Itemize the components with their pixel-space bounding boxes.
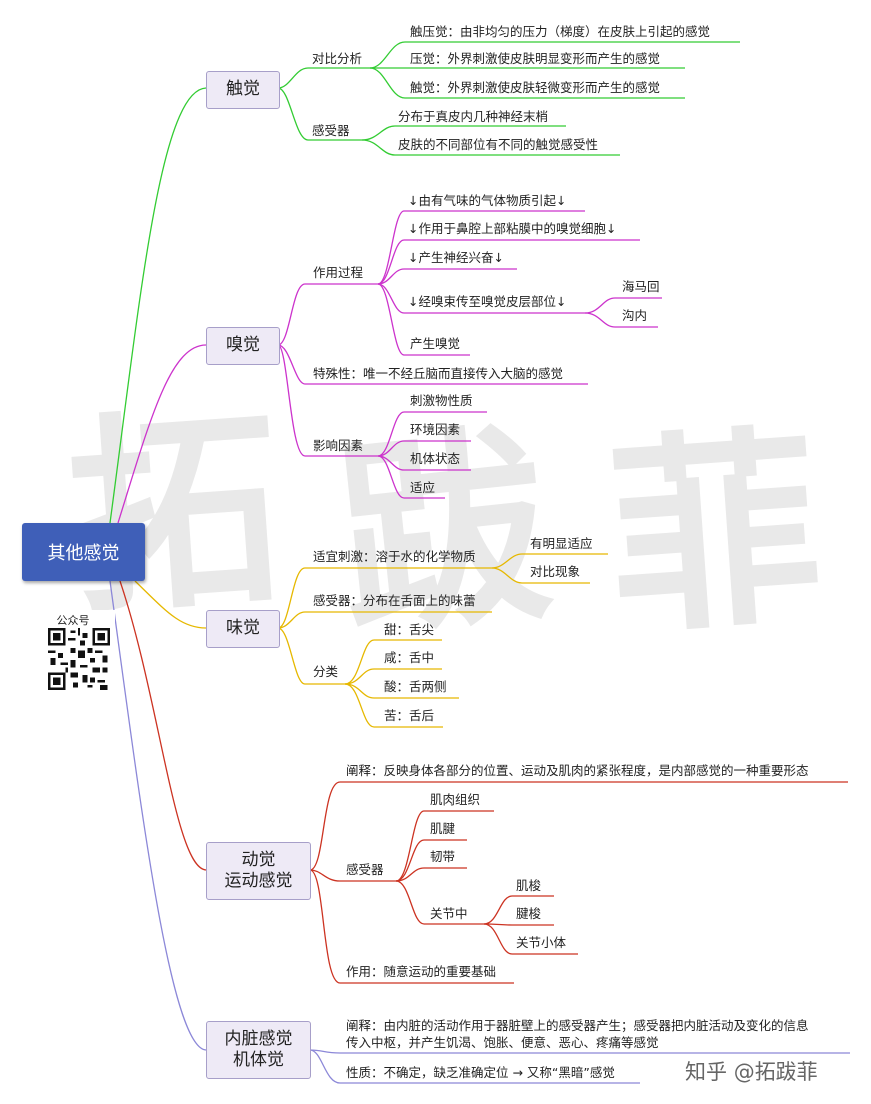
smell-process-step-1: ↓由有气味的气体物质引起↓ bbox=[408, 193, 567, 208]
taste-class-1: 甜：舌尖 bbox=[384, 622, 435, 637]
kinesthetic-receptor-label: 感受器 bbox=[346, 862, 384, 877]
smell-factor-3: 机体状态 bbox=[410, 451, 461, 466]
qr-code-icon bbox=[48, 628, 110, 690]
visceral-desc-line-2: 传入中枢，并产生饥渴、饱胀、便意、恶心、疼痛等感觉 bbox=[346, 1035, 659, 1050]
touch-receptor-label: 感受器 bbox=[312, 123, 350, 138]
touch-contrast-item-2: 压觉：外界刺激使皮肤明显变形而产生的感觉 bbox=[410, 51, 661, 66]
kinesthetic-joint-item-3: 关节小体 bbox=[516, 935, 567, 950]
touch-receptor-item-2: 皮肤的不同部位有不同的触觉感受性 bbox=[398, 137, 599, 152]
branch-visceral: 内脏感觉 机体觉 bbox=[206, 1021, 311, 1079]
qr-card: 公众号 bbox=[31, 610, 115, 704]
visceral-desc-line-1: 阐释：由内脏的活动作用于器脏壁上的感受器产生；感受器把内脏活动及变化的信息 bbox=[346, 1018, 809, 1033]
taste-stimulus: 适宜刺激：溶于水的化学物质 bbox=[313, 549, 476, 564]
branch-kinesthetic: 动觉 运动感觉 bbox=[206, 842, 311, 900]
smell-process-step-3: ↓产生神经兴奋↓ bbox=[408, 250, 504, 265]
root-node: 其他感觉 bbox=[22, 523, 145, 581]
smell-sub-hippocampus: 海马回 bbox=[622, 279, 660, 294]
kinesthetic-receptor-item-1: 肌肉组织 bbox=[430, 792, 481, 807]
smell-process-step-2: ↓作用于鼻腔上部粘膜中的嗅觉细胞↓ bbox=[408, 221, 617, 236]
branch-touch: 触觉 bbox=[206, 71, 280, 109]
smell-factors-label: 影响因素 bbox=[313, 438, 364, 453]
smell-sub-sulcus: 沟内 bbox=[622, 308, 648, 323]
kinesthetic-receptor-item-2: 肌腱 bbox=[430, 821, 456, 836]
kinesthetic-function: 作用：随意运动的重要基础 bbox=[346, 964, 497, 979]
kinesthetic-joint-item-1: 肌梭 bbox=[516, 878, 542, 893]
smell-process-step-4: ↓经嗅束传至嗅觉皮层部位↓ bbox=[408, 294, 567, 309]
taste-class-3: 酸：舌两侧 bbox=[384, 679, 447, 694]
kinesthetic-title-1: 动觉 bbox=[241, 849, 276, 870]
taste-class-2: 咸：舌中 bbox=[384, 650, 435, 665]
smell-factor-4: 适应 bbox=[410, 480, 436, 495]
smell-factor-2: 环境因素 bbox=[410, 422, 461, 437]
touch-contrast-item-3: 触觉：外界刺激使皮肤轻微变形而产生的感觉 bbox=[410, 80, 661, 95]
smell-special: 特殊性：唯一不经丘脑而直接传入大脑的感觉 bbox=[313, 366, 564, 381]
touch-receptor-item-1: 分布于真皮内几种神经末梢 bbox=[398, 109, 549, 124]
visceral-title-2: 机体觉 bbox=[233, 1050, 284, 1070]
kinesthetic-title-2: 运动感觉 bbox=[224, 871, 293, 891]
branch-smell: 嗅觉 bbox=[206, 327, 280, 365]
touch-contrast-label: 对比分析 bbox=[312, 51, 363, 66]
zhihu-site: 知乎 bbox=[685, 1060, 727, 1084]
taste-classes-label: 分类 bbox=[313, 664, 339, 679]
smell-factor-1: 刺激物性质 bbox=[410, 393, 473, 408]
kinesthetic-receptor-item-3: 韧带 bbox=[430, 849, 456, 864]
zhihu-handle: @拓跋菲 bbox=[733, 1060, 818, 1084]
touch-contrast-item-1: 触压觉：由非均匀的压力（梯度）在皮肤上引起的感觉 bbox=[410, 24, 711, 39]
smell-process-label: 作用过程 bbox=[313, 265, 364, 280]
taste-stimulus-item-1: 有明显适应 bbox=[530, 536, 593, 551]
visceral-title-1: 内脏感觉 bbox=[224, 1028, 293, 1049]
visceral-nature: 性质：不确定，缺乏准确定位 → 又称“黑暗”感觉 bbox=[346, 1065, 615, 1080]
qr-label: 公众号 bbox=[56, 614, 90, 627]
smell-process-step-5: 产生嗅觉 bbox=[410, 336, 461, 351]
branch-taste: 味觉 bbox=[206, 610, 280, 648]
kinesthetic-joint-label: 关节中 bbox=[430, 906, 468, 921]
zhihu-watermark: 知乎 @拓跋菲 bbox=[685, 1056, 818, 1086]
taste-stimulus-item-2: 对比现象 bbox=[530, 564, 581, 579]
taste-receptor: 感受器：分布在舌面上的味蕾 bbox=[313, 593, 476, 608]
kinesthetic-joint-item-2: 腱梭 bbox=[516, 906, 542, 921]
taste-class-4: 苦：舌后 bbox=[384, 708, 435, 723]
kinesthetic-desc: 阐释：反映身体各部分的位置、运动及肌肉的紧张程度，是内部感觉的一种重要形态 bbox=[346, 763, 809, 778]
